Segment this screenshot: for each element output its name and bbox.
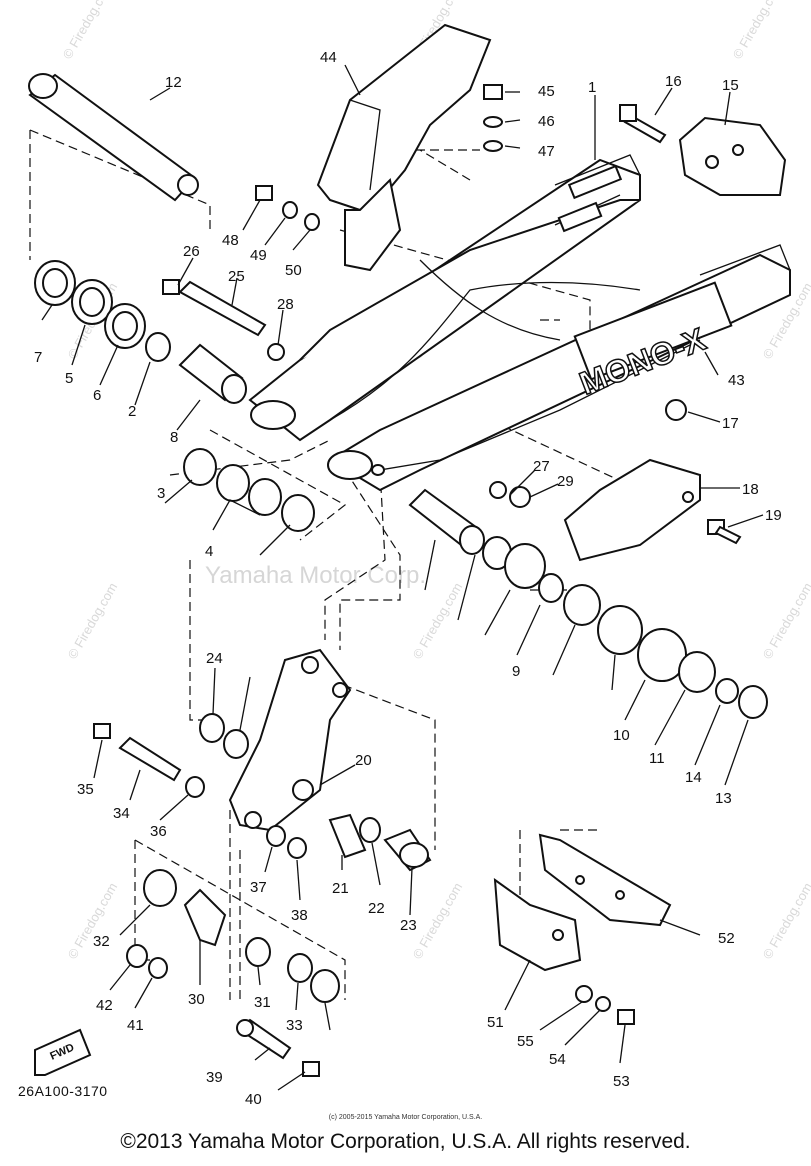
part-label: 33 xyxy=(286,1017,303,1034)
part-label: 24 xyxy=(206,650,223,667)
center-watermark: Yamaha Motor Corp. xyxy=(205,562,426,589)
part-label: 11 xyxy=(649,750,665,767)
part-label: 48 xyxy=(222,232,239,249)
watermark-text: © Firedog.com xyxy=(60,0,116,62)
part-label: 18 xyxy=(742,481,759,498)
part-labels: 1 2 3 4 5 6 7 8 9 10 11 12 13 14 15 16 1… xyxy=(34,49,782,1108)
diagram-code: 26A100-3170 xyxy=(18,1083,108,1099)
part-label: 26 xyxy=(183,243,200,260)
parts-39-40-bolt xyxy=(236,1018,320,1077)
watermark-text: © Firedog.com xyxy=(760,880,811,962)
part-label: 49 xyxy=(250,247,267,264)
part-label: 6 xyxy=(93,387,101,404)
connecting-rod xyxy=(143,869,340,1003)
parts-21-23-collars xyxy=(328,813,432,872)
part-label: 20 xyxy=(355,752,372,769)
part-label: 25 xyxy=(228,268,245,285)
part-label: 37 xyxy=(250,879,267,896)
part-label: 42 xyxy=(96,997,113,1014)
part-label: 3 xyxy=(157,485,165,502)
part-label: 2 xyxy=(128,403,136,420)
part-label: 41 xyxy=(127,1017,144,1034)
assembly-guides xyxy=(29,129,641,1000)
part-label: 50 xyxy=(285,262,302,279)
part-label: 7 xyxy=(34,349,42,366)
part-label: 14 xyxy=(685,769,702,786)
part-label: 21 xyxy=(332,880,349,897)
watermark-text: © Firedog.com xyxy=(730,0,786,62)
part-52-chain-guard xyxy=(493,833,672,972)
part-label: 29 xyxy=(557,473,574,490)
part-18-bracket xyxy=(563,458,742,562)
parts-24-22-collars xyxy=(199,713,249,759)
part-label: 35 xyxy=(77,781,94,798)
part-label: 55 xyxy=(517,1033,534,1050)
part-label: 54 xyxy=(549,1051,566,1068)
copyright-notice: ©2013 Yamaha Motor Corporation, U.S.A. A… xyxy=(120,1130,691,1153)
part-label: 4 xyxy=(205,543,213,560)
parts-37-38-washers xyxy=(266,825,307,859)
part-label: 5 xyxy=(65,370,73,387)
part-label: 40 xyxy=(245,1091,262,1108)
parts-3-4-bushings xyxy=(183,448,315,532)
part-label: 30 xyxy=(188,991,205,1008)
part-label: 39 xyxy=(206,1069,223,1086)
leader-lines xyxy=(41,64,764,1091)
parts-45-47-hardware xyxy=(483,84,503,152)
part-label: 9 xyxy=(512,663,520,680)
small-nuts xyxy=(489,399,687,508)
part-label: 19 xyxy=(765,507,782,524)
part-label: 27 xyxy=(533,458,550,475)
right-bearing-stack xyxy=(408,488,768,719)
part-label: 17 xyxy=(722,415,739,432)
part-label: 46 xyxy=(538,113,555,130)
part-16-bolt xyxy=(619,104,667,144)
part-label: 1 xyxy=(588,79,596,96)
part-label: 23 xyxy=(400,917,417,934)
watermark-text: © Firedog.com xyxy=(65,580,121,662)
part-label: 32 xyxy=(93,933,110,950)
part-label: 12 xyxy=(165,74,182,91)
small-copyright: (c) 2005-2015 Yamaha Motor Corporation, … xyxy=(328,1114,483,1121)
part-label: 43 xyxy=(728,372,745,389)
part-label: 15 xyxy=(722,77,739,94)
parts-48-50-hardware xyxy=(255,185,320,231)
part-label: 45 xyxy=(538,83,555,100)
part-34-bolt xyxy=(93,723,205,798)
part-label: 8 xyxy=(170,429,178,446)
part-label: 47 xyxy=(538,143,555,160)
left-bearing-stack xyxy=(34,260,247,404)
watermark-text: © Firedog.com xyxy=(760,580,811,662)
part-label: 51 xyxy=(487,1014,504,1031)
part-15-bracket xyxy=(678,116,787,196)
part-label: 36 xyxy=(150,823,167,840)
part-label: 13 xyxy=(715,790,732,807)
swingarm: MONO-X xyxy=(248,154,791,492)
part-label: 16 xyxy=(665,73,682,90)
part-label: 22 xyxy=(368,900,385,917)
parts-41-42-nut xyxy=(126,944,168,979)
watermark-text: © Firedog.com xyxy=(410,880,466,962)
part-25-bolt xyxy=(162,279,285,361)
part-12-pivot-shaft xyxy=(28,73,199,202)
watermark-text: © Firedog.com xyxy=(410,580,466,662)
part-label: 53 xyxy=(613,1073,630,1090)
part-label: 38 xyxy=(291,907,308,924)
part-label: 34 xyxy=(113,805,130,822)
part-label: 44 xyxy=(320,49,337,66)
part-label: 31 xyxy=(254,994,271,1011)
part-label: 10 xyxy=(613,727,630,744)
part-44-chain-guide xyxy=(316,23,492,272)
part-label: 28 xyxy=(277,296,294,313)
parts-53-55-hardware xyxy=(575,985,635,1025)
part-label: 52 xyxy=(718,930,735,947)
fwd-arrow: FWD xyxy=(34,1028,92,1076)
